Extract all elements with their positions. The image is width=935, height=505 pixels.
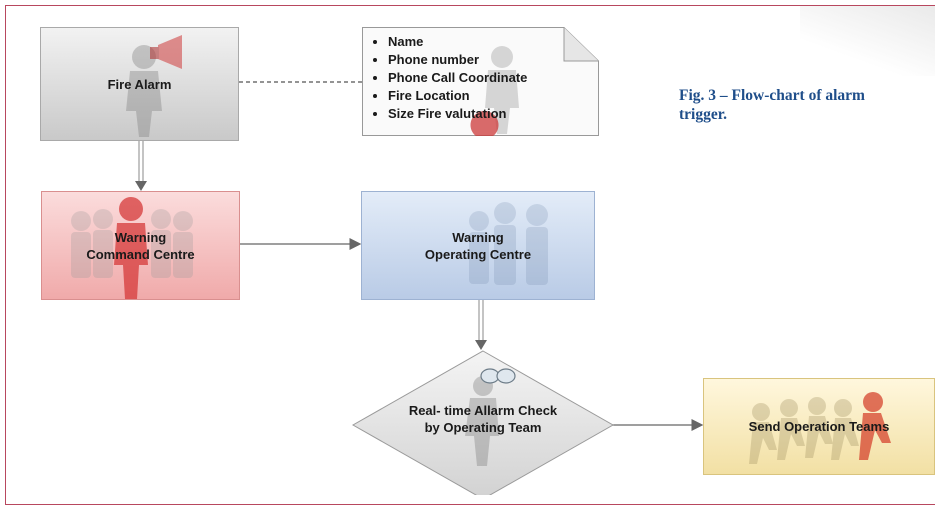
note-item: Phone number	[388, 51, 527, 69]
running-team-icon	[749, 392, 891, 464]
note-item: Fire Location	[388, 87, 527, 105]
decision-diamond-shape	[352, 350, 614, 495]
arrow-operating-to-check	[475, 300, 487, 350]
fire-alarm-label: Fire Alarm	[107, 76, 172, 92]
warning-operating-centre-label: Warning Operating Centre	[424, 229, 532, 262]
warning-command-centre-label: Warning Command Centre	[86, 229, 195, 262]
team-meeting-icon	[469, 202, 548, 285]
binoculars-icon	[480, 368, 516, 384]
warning-operating-centre-node: Warning Operating Centre	[361, 191, 595, 300]
caller-info-note: Name Phone number Phone Call Coordinate …	[362, 27, 599, 136]
figure-caption: Fig. 3 – Flow-chart of alarm trigger.	[679, 87, 865, 123]
arrow-fire-to-command	[135, 141, 147, 191]
note-document-icon	[362, 27, 599, 136]
corner-shade	[800, 6, 935, 76]
team-group-icon	[71, 197, 193, 299]
realtime-check-label: Real- time Allarm Check by Operating Tea…	[408, 403, 558, 435]
realtime-check-decision: Real- time Allarm Check by Operating Tea…	[352, 350, 614, 495]
caller-info-list: Name Phone number Phone Call Coordinate …	[362, 27, 527, 123]
warning-command-centre-node: Warning Command Centre	[41, 191, 240, 300]
person-megaphone-icon	[126, 35, 182, 137]
fire-alarm-node: Fire Alarm	[40, 27, 239, 141]
send-operation-teams-label: Send Operation Teams	[748, 419, 890, 434]
note-item: Size Fire valutation	[388, 105, 527, 123]
note-item: Name	[388, 33, 527, 51]
send-operation-teams-node: Send Operation Teams	[703, 378, 935, 475]
note-item: Phone Call Coordinate	[388, 69, 527, 87]
